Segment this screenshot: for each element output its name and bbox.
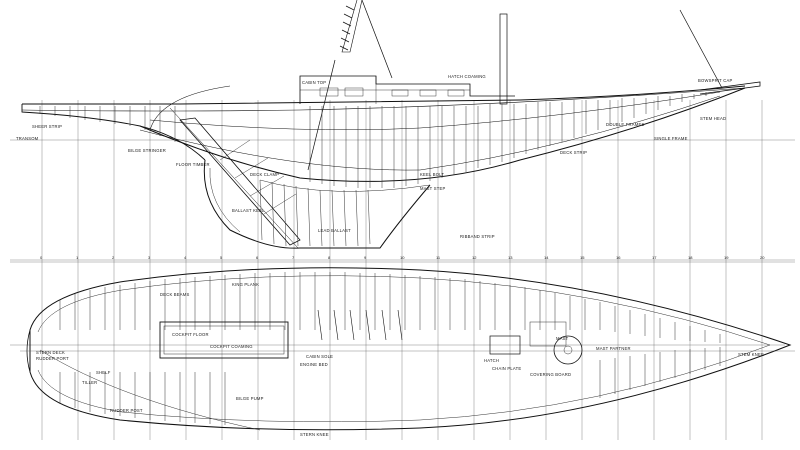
plan-inner-sheer — [37, 275, 771, 423]
station-number: 13 — [508, 255, 513, 260]
cabin-trunk — [299, 75, 515, 104]
label-king-plank: KING PLANK — [232, 282, 259, 287]
station-number: 18 — [688, 255, 693, 260]
label-stern-knee: STERN KNEE — [300, 432, 329, 437]
station-number: 20 — [760, 255, 765, 260]
label-bilge-stringer: BILGE STRINGER — [128, 148, 166, 153]
label-sheer-strip: SHEER STRIP — [32, 124, 62, 129]
label-tiller: TILLER — [82, 380, 97, 385]
plan-view: STERN DECK RUDDER PORT SHELF TILLER COCK… — [20, 267, 795, 437]
station-number: 14 — [544, 255, 549, 260]
label-mast-partner: MAST PARTNER — [596, 346, 631, 351]
tiller — [149, 85, 231, 131]
rigging — [307, 0, 723, 171]
deck-line — [21, 87, 746, 112]
label-single-frame: SINGLE FRAME — [654, 136, 688, 141]
cockpit-coaming — [163, 325, 285, 355]
label-keel-bolt: KEEL BOLT — [420, 172, 444, 177]
label-shelf: SHELF — [96, 370, 111, 375]
mast-hole — [553, 335, 583, 365]
label-hatch: HATCH COAMING — [448, 74, 486, 79]
label-chain-plate: CHAIN PLATE — [492, 366, 521, 371]
station-number: 0 — [40, 255, 43, 260]
label-double-frames: DOUBLE FRAMES — [606, 122, 644, 127]
deck-clamp — [149, 91, 721, 131]
plan-tiller — [39, 349, 261, 431]
station-number: 15 — [580, 255, 585, 260]
stern-overhang — [21, 104, 206, 161]
plan-frames-top — [59, 272, 721, 343]
station-number: 2 — [112, 255, 115, 260]
station-number: 9 — [364, 255, 367, 260]
label-deck-clamp: DECK CLAMP — [250, 172, 279, 177]
profile-view: SHEER STRIP BILGE STRINGER FLOOR TIMBER … — [16, 0, 761, 249]
bowsprit — [699, 81, 761, 95]
station-number: 10 — [400, 255, 405, 260]
bilge-stringer — [139, 95, 721, 171]
label-mast-step: MAST STEP — [420, 186, 445, 191]
station-number: 12 — [472, 255, 477, 260]
station-number: 8 — [328, 255, 331, 260]
station-number: 3 — [148, 255, 151, 260]
label-lead-ballast: LEAD BALLAST — [318, 228, 351, 233]
station-number: 17 — [652, 255, 657, 260]
fore-hatch — [489, 335, 521, 355]
label-stem-head: STEM HEAD — [700, 116, 726, 121]
station-number: 19 — [724, 255, 729, 260]
cockpit-opening — [159, 321, 289, 359]
label-rudder-post: RUDDER POST — [110, 408, 143, 413]
station-number: 6 — [256, 255, 259, 260]
label-bowsprit-cap: BOWSPRIT CAP — [698, 78, 732, 83]
keel-rabbet — [209, 167, 431, 233]
station-number: 7 — [292, 255, 295, 260]
label-deck-beams: DECK BEAMS — [160, 292, 189, 297]
label-hatch-plan: HATCH — [484, 358, 499, 363]
station-number: 11 — [436, 255, 441, 260]
station-number: 5 — [220, 255, 223, 260]
station-grid — [10, 100, 795, 440]
floor-timbers — [259, 179, 371, 247]
label-ribband-note: RIBBAND STRIP — [460, 234, 495, 239]
label-deck-strip: DECK STRIP — [560, 150, 587, 155]
mast-partner-block — [529, 321, 567, 347]
mast-center — [563, 345, 573, 355]
label-cabin-top: CABIN TOP — [302, 80, 326, 85]
label-cockpit-coaming: COCKPIT COAMING — [210, 344, 253, 349]
station-numbers: 0 1 2 3 4 5 6 7 8 9 10 11 12 13 14 15 16… — [40, 255, 765, 260]
label-rudder-port: RUDDER PORT — [36, 356, 69, 361]
label-stern-deck: STERN DECK — [36, 350, 65, 355]
label-stem-knee: STEM KNEE — [738, 352, 764, 357]
plan-hull-outline — [29, 267, 792, 431]
label-floor-timber: FLOOR TIMBER — [176, 162, 210, 167]
hull-sheer-line — [22, 85, 746, 105]
plan-frames-bottom — [59, 347, 721, 425]
label-engine-bed: ENGINE BED — [300, 362, 328, 367]
label-transom: TRANSOM — [16, 136, 39, 141]
cabin-ports — [317, 309, 403, 341]
keel-outline — [203, 159, 431, 249]
station-number: 16 — [616, 255, 621, 260]
rudder — [169, 107, 301, 249]
label-cabin-sole: CABIN SOLE — [306, 354, 333, 359]
profile-frames — [39, 92, 707, 188]
label-mast: MAST — [556, 336, 569, 341]
label-cockpit-floor: COCKPIT FLOOR — [172, 332, 209, 337]
label-covering-board: COVERING BOARD — [530, 372, 571, 377]
label-ballast-keel: BALLAST KEEL — [232, 208, 265, 213]
station-number: 1 — [76, 255, 79, 260]
station-number: 4 — [184, 255, 187, 260]
label-bilge-pump: BILGE PUMP — [236, 396, 264, 401]
